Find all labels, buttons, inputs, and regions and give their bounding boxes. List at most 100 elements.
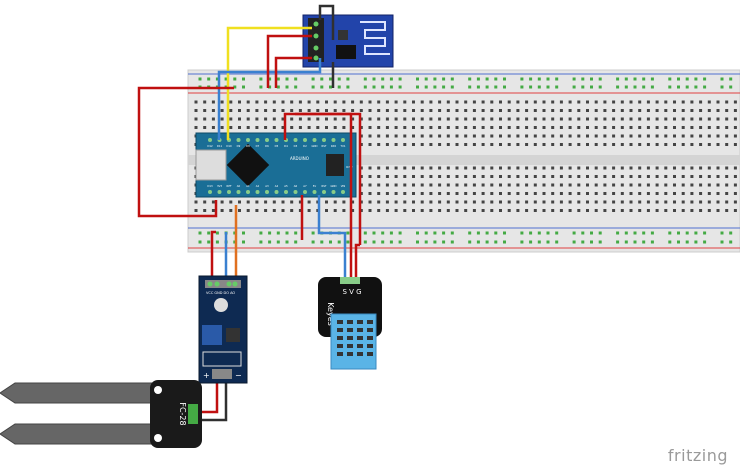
plus-label: +	[203, 371, 210, 380]
nano-pin	[236, 190, 241, 194]
nano-pin	[322, 138, 326, 142]
breadboard-hole	[499, 175, 502, 178]
rail-hole	[668, 240, 672, 244]
rail-hole	[476, 77, 480, 81]
breadboard-hole	[368, 209, 372, 212]
breadboard-hole	[351, 209, 355, 212]
breadboard-hole	[455, 183, 459, 187]
nano-pin-label: RX0	[331, 144, 337, 148]
breadboard-hole	[464, 183, 468, 187]
breadboard-hole	[455, 109, 459, 112]
breadboard-hole	[629, 175, 633, 178]
fritzing-logo: fritzing	[667, 446, 728, 465]
rail-hole	[389, 77, 393, 81]
breadboard-hole	[359, 126, 363, 129]
breadboard-hole	[377, 192, 381, 195]
breadboard-hole	[490, 117, 494, 121]
breadboard-hole	[377, 100, 381, 104]
breadboard-hole	[681, 143, 685, 146]
breadboard-hole	[568, 192, 572, 195]
breadboard-hole	[577, 200, 581, 204]
breadboard-hole	[594, 100, 598, 104]
breadboard-hole	[507, 134, 511, 138]
breadboard-hole	[690, 100, 694, 104]
breadboard-hole	[568, 166, 572, 170]
breadboard-hole	[290, 126, 294, 129]
breadboard-hole	[412, 209, 415, 212]
breadboard-hole	[481, 100, 485, 104]
nano-pin	[208, 138, 212, 142]
breadboard-hole	[499, 117, 502, 121]
breadboard-hole	[620, 209, 624, 212]
wire-yellow	[226, 26, 312, 140]
breadboard-hole	[516, 209, 520, 212]
rail-hole	[572, 85, 576, 89]
rail-hole	[450, 231, 454, 235]
breadboard-hole	[490, 209, 494, 212]
breadboard-hole	[464, 109, 468, 112]
rail-hole	[346, 77, 350, 81]
nano-pin-label: RST	[321, 144, 326, 148]
breadboard-hole	[525, 117, 529, 121]
nano-pin	[284, 190, 288, 194]
rail-hole	[424, 85, 428, 89]
rail-hole	[381, 240, 385, 244]
breadboard-hole	[559, 209, 563, 212]
breadboard-hole	[385, 109, 389, 112]
nano-pin	[246, 138, 250, 142]
breadboard-hole	[499, 100, 502, 104]
breadboard-hole	[699, 100, 703, 104]
rail-hole	[433, 77, 437, 81]
breadboard-hole	[272, 126, 276, 129]
breadboard-hole	[707, 117, 711, 121]
rail-hole	[372, 231, 376, 235]
breadboard-hole	[203, 109, 207, 112]
breadboard-hole	[516, 166, 520, 170]
breadboard-hole	[490, 192, 494, 195]
nano-pin-label: D2	[303, 144, 307, 148]
breadboard-hole	[368, 200, 372, 204]
breadboard-hole	[420, 117, 424, 121]
breadboard-hole	[499, 192, 502, 195]
dht-vent	[347, 320, 353, 324]
breadboard-hole	[646, 192, 650, 195]
breadboard-hole	[316, 100, 320, 104]
breadboard-hole	[733, 100, 737, 104]
breadboard-hole	[646, 134, 650, 138]
rail-hole	[685, 231, 689, 235]
breadboard-hole	[699, 126, 703, 129]
wire-blue-gnd	[317, 195, 347, 283]
breadboard-hole	[203, 209, 207, 212]
breadboard-hole	[664, 209, 668, 212]
rail-hole	[624, 231, 628, 235]
breadboard-hole	[333, 209, 337, 212]
breadboard-hole	[455, 100, 459, 104]
breadboard-hole	[272, 109, 276, 112]
breadboard-hole	[455, 134, 459, 138]
breadboard-hole	[385, 100, 389, 104]
nano-pin-label: D11	[217, 144, 223, 148]
breadboard-hole	[229, 100, 233, 104]
breadboard-hole	[525, 109, 529, 112]
nano-pin-label: D4	[284, 144, 288, 148]
nano-pin-label: TX1	[340, 144, 345, 148]
breadboard-hole	[420, 175, 424, 178]
breadboard-hole	[603, 117, 607, 121]
rail-hole	[633, 85, 637, 89]
breadboard-hole	[385, 134, 389, 138]
breadboard-hole	[568, 126, 572, 129]
dht-vent	[367, 344, 373, 348]
breadboard-hole	[481, 209, 485, 212]
breadboard-hole	[525, 175, 529, 178]
nano-pin-label: A3	[265, 184, 269, 188]
breadboard-hole	[403, 200, 407, 204]
rail-hole	[468, 231, 472, 235]
rail-hole	[703, 77, 707, 81]
breadboard-hole	[516, 109, 520, 112]
rail-hole	[268, 85, 272, 89]
dht-vent	[357, 352, 363, 356]
breadboard-hole	[646, 175, 650, 178]
breadboard-hole	[385, 192, 389, 195]
breadboard-hole	[507, 100, 511, 104]
breadboard-hole	[481, 200, 485, 204]
